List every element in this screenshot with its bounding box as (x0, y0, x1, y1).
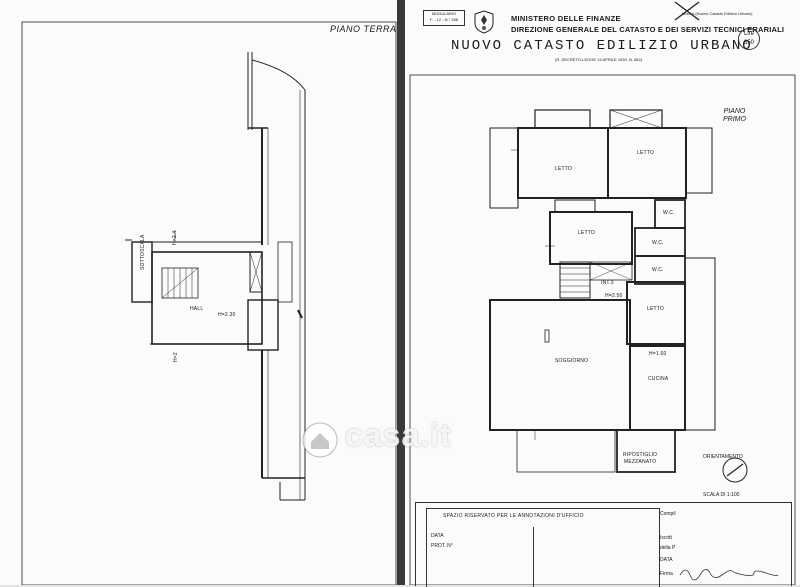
casa-watermark: casa.it (345, 417, 452, 453)
orientamento-label: ORIENTAMENTO (703, 454, 743, 460)
page-fold (397, 0, 405, 585)
left-sheet: PIANO TERRA (0, 0, 397, 585)
annot-divider (533, 527, 534, 587)
modulario-box: MODULARIO F. - 12 - N.° 456 (423, 10, 465, 26)
annot-della-label: della P (660, 545, 676, 551)
int-3-label: INT.3 (601, 280, 614, 286)
first-floor-plan (409, 74, 796, 585)
piano-primo-title: PIANO PRIMO (723, 108, 746, 124)
room-wc-1: W.C. (663, 210, 675, 216)
room-letto-3: LETTO (578, 230, 596, 236)
annot-firma-label: Firma (660, 571, 673, 577)
height-250: H=2.50 (605, 293, 623, 299)
room-soggiorno: SOGGIORNO (555, 358, 589, 364)
annot-iscritto-label: Iscritt (660, 535, 672, 541)
catasto-title: NUOVO CATASTO EDILIZIO URBANO (451, 38, 753, 54)
room-letto-2: LETTO (637, 150, 655, 156)
ministero-heading: MINISTERO DELLE FINANZE (511, 14, 621, 23)
signature-scribble (679, 569, 779, 581)
annotations-inner: SPAZIO RISERVATO PER LE ANNOTAZIONI D'UF… (426, 508, 660, 587)
room-cucina: CUCINA (648, 376, 669, 382)
direzione-heading: DIREZIONE GENERALE DEL CATASTO E DEI SER… (511, 25, 785, 34)
piano-primo-line1: PIANO (723, 108, 746, 115)
lire-value: 350 (743, 40, 754, 46)
cross-stamp-icon (674, 1, 700, 21)
decreto-text: (R. DECRETO-LEGGE 13 APRILE 1939, N. 652… (555, 57, 643, 62)
piano-primo-line2: PRIMO (723, 116, 746, 123)
room-mezzanato: MEZZANATO (624, 459, 657, 465)
dim-label-2: H=2 (173, 352, 179, 362)
right-sheet: MODULARIO F. - 12 - N.° 456 MINISTERO DE… (405, 0, 800, 587)
modulario-text: MODULARIO F. - 12 - N.° 456 (429, 11, 459, 22)
height-160: H=1.60 (649, 351, 667, 357)
ground-floor-plan (21, 21, 397, 585)
room-letto-1: LETTO (555, 166, 573, 172)
lire-label: Lire (743, 31, 754, 37)
room-wc-2: W.C. (652, 240, 664, 246)
state-emblem-icon (474, 10, 494, 34)
room-wc-3: W.C. (652, 267, 664, 273)
annot-prot-label: PROT. N° (431, 543, 453, 549)
dim-label-1: H=2.4 (172, 230, 178, 245)
annotations-box: SPAZIO RISERVATO PER LE ANNOTAZIONI D'UF… (415, 502, 792, 587)
annotations-title: SPAZIO RISERVATO PER LE ANNOTAZIONI D'UF… (443, 513, 584, 519)
mod-note: Mod. A (Nuovo Catasto Edilizio Urbano) (682, 11, 753, 16)
annot-data-label: DATA (431, 533, 444, 539)
piano-terra-title: PIANO TERRA (330, 24, 397, 34)
room-letto-4: LETTO (647, 306, 665, 312)
sottoscala-label: SOTTOSCALA (140, 234, 146, 270)
lire-stamp: Lire 350 (738, 28, 760, 50)
hall-height-label: H=2.30 (218, 312, 236, 318)
room-ripostiglio: RIPOSTIGLIO (623, 452, 658, 458)
casa-logo-icon (302, 422, 338, 458)
annot-data2-label: DATA (660, 557, 673, 563)
scala-label: SCALA DI 1:100 (703, 492, 740, 498)
hall-label: HALL (190, 306, 204, 312)
annot-compilata-label: Compil (660, 511, 676, 517)
